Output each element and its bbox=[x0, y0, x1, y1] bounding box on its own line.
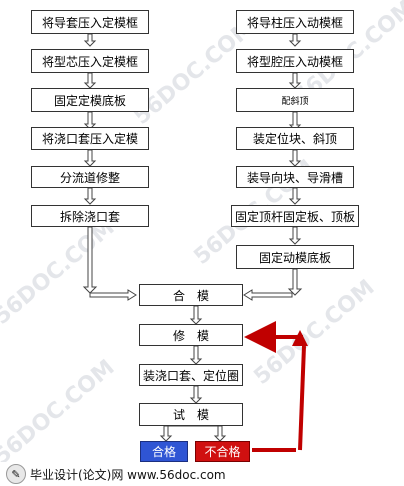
step-guide-block-slide: 装导向块、导滑槽 bbox=[236, 166, 354, 188]
step-mold-closing: 合 模 bbox=[139, 284, 243, 306]
step-fix-fixed-base: 固定定模底板 bbox=[31, 88, 149, 112]
footer-text: 毕业设计(论文)网 www.56doc.com bbox=[30, 467, 226, 482]
step-ejector-plates: 固定顶杆固定板、顶板 bbox=[231, 205, 359, 227]
step-remove-sprue-bush: 拆除浇口套 bbox=[31, 205, 149, 227]
footer-banner: ✎ 毕业设计(论文)网 www.56doc.com bbox=[0, 462, 404, 486]
step-fit-lifter: 配斜顶 bbox=[236, 88, 354, 112]
step-trial-mold: 试 模 bbox=[139, 403, 243, 426]
step-mold-repair: 修 模 bbox=[139, 324, 243, 346]
step-guide-sleeve-fixed-frame: 将导套压入定模框 bbox=[31, 10, 149, 34]
step-fix-moving-base: 固定动模底板 bbox=[236, 245, 354, 269]
result-fail: 不合格 bbox=[195, 441, 250, 462]
step-guide-pin-moving-frame: 将导柱压入动模框 bbox=[236, 10, 354, 34]
step-runner-trim: 分流道修整 bbox=[31, 166, 149, 188]
document-icon: ✎ bbox=[6, 464, 26, 484]
step-core-fixed-frame: 将型芯压入定模框 bbox=[31, 49, 149, 73]
step-sprue-bush-fixed-mold: 将浇口套压入定模 bbox=[31, 127, 149, 150]
step-sprue-locating-ring: 装浇口套、定位圈 bbox=[139, 364, 243, 386]
step-locating-block-lifter: 装定位块、斜顶 bbox=[236, 127, 354, 150]
result-pass: 合格 bbox=[140, 441, 188, 462]
step-cavity-moving-frame: 将型腔压入动模框 bbox=[236, 49, 354, 73]
